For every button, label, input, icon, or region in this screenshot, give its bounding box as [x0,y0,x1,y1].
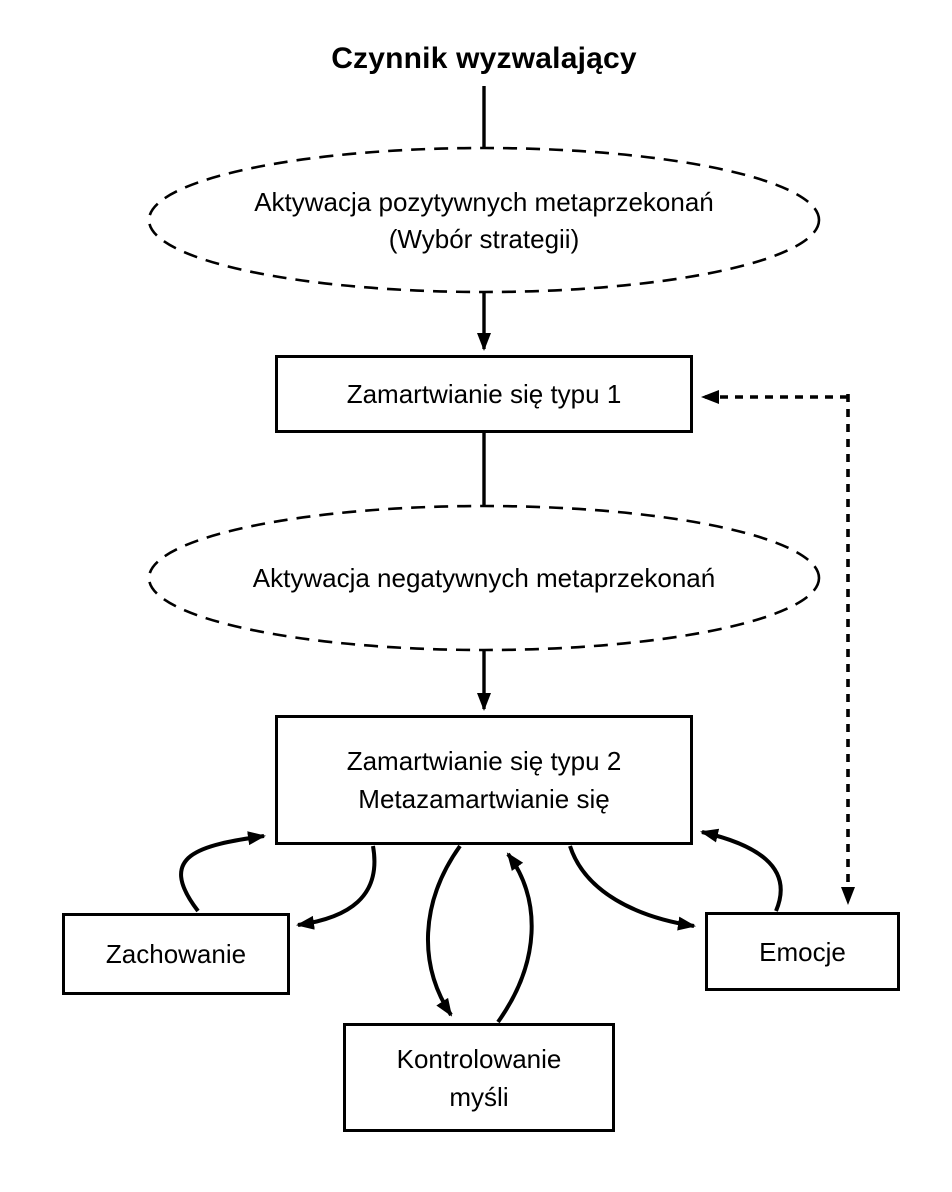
curved-arrow-type2-to-behaviour [296,845,377,930]
positive-metabeliefs-line1: Aktywacja pozytywnych metaprzekonań [254,187,714,217]
trigger-title: Czynnik wyzwalający [331,42,637,75]
curved-arrow-behaviour-to-type2 [179,831,266,913]
curved-arrow-type2-to-thought-control [426,844,462,1017]
behaviour-box: Zachowanie [62,913,290,995]
curved-arrow-thought-control-to-type2 [496,852,534,1024]
curved-arrow-emotion-to-type2 [700,828,783,912]
type2-worry-line2: Metazamartwianie się [358,784,610,814]
negative-metabeliefs-label: Aktywacja negatywnych metaprzekonań [150,548,818,608]
positive-metabeliefs-label: Aktywacja pozytywnych metaprzekonań (Wyb… [150,162,818,280]
thought-control-box: Kontrolowanie myśli [343,1023,615,1132]
type2-worry-line1: Zamartwianie się typu 2 [346,746,622,776]
emotion-label: Emocje [759,936,846,967]
curved-arrow-type2-to-emotion [568,845,696,931]
negative-metabeliefs-line1: Aktywacja negatywnych metaprzekonań [252,562,716,593]
emotion-box: Emocje [705,912,900,991]
type1-worry-label: Zamartwianie się typu 1 [346,379,622,409]
type2-worry-box: Zamartwianie się typu 2 Metazamartwianie… [275,715,693,845]
thought-control-line1: Kontrolowanie [396,1043,562,1074]
positive-metabeliefs-line2: (Wybór strategii) [388,224,580,254]
type1-worry-box: Zamartwianie się typu 1 [275,355,693,433]
thought-control-line2: myśli [449,1081,509,1112]
behaviour-label: Zachowanie [105,939,247,969]
